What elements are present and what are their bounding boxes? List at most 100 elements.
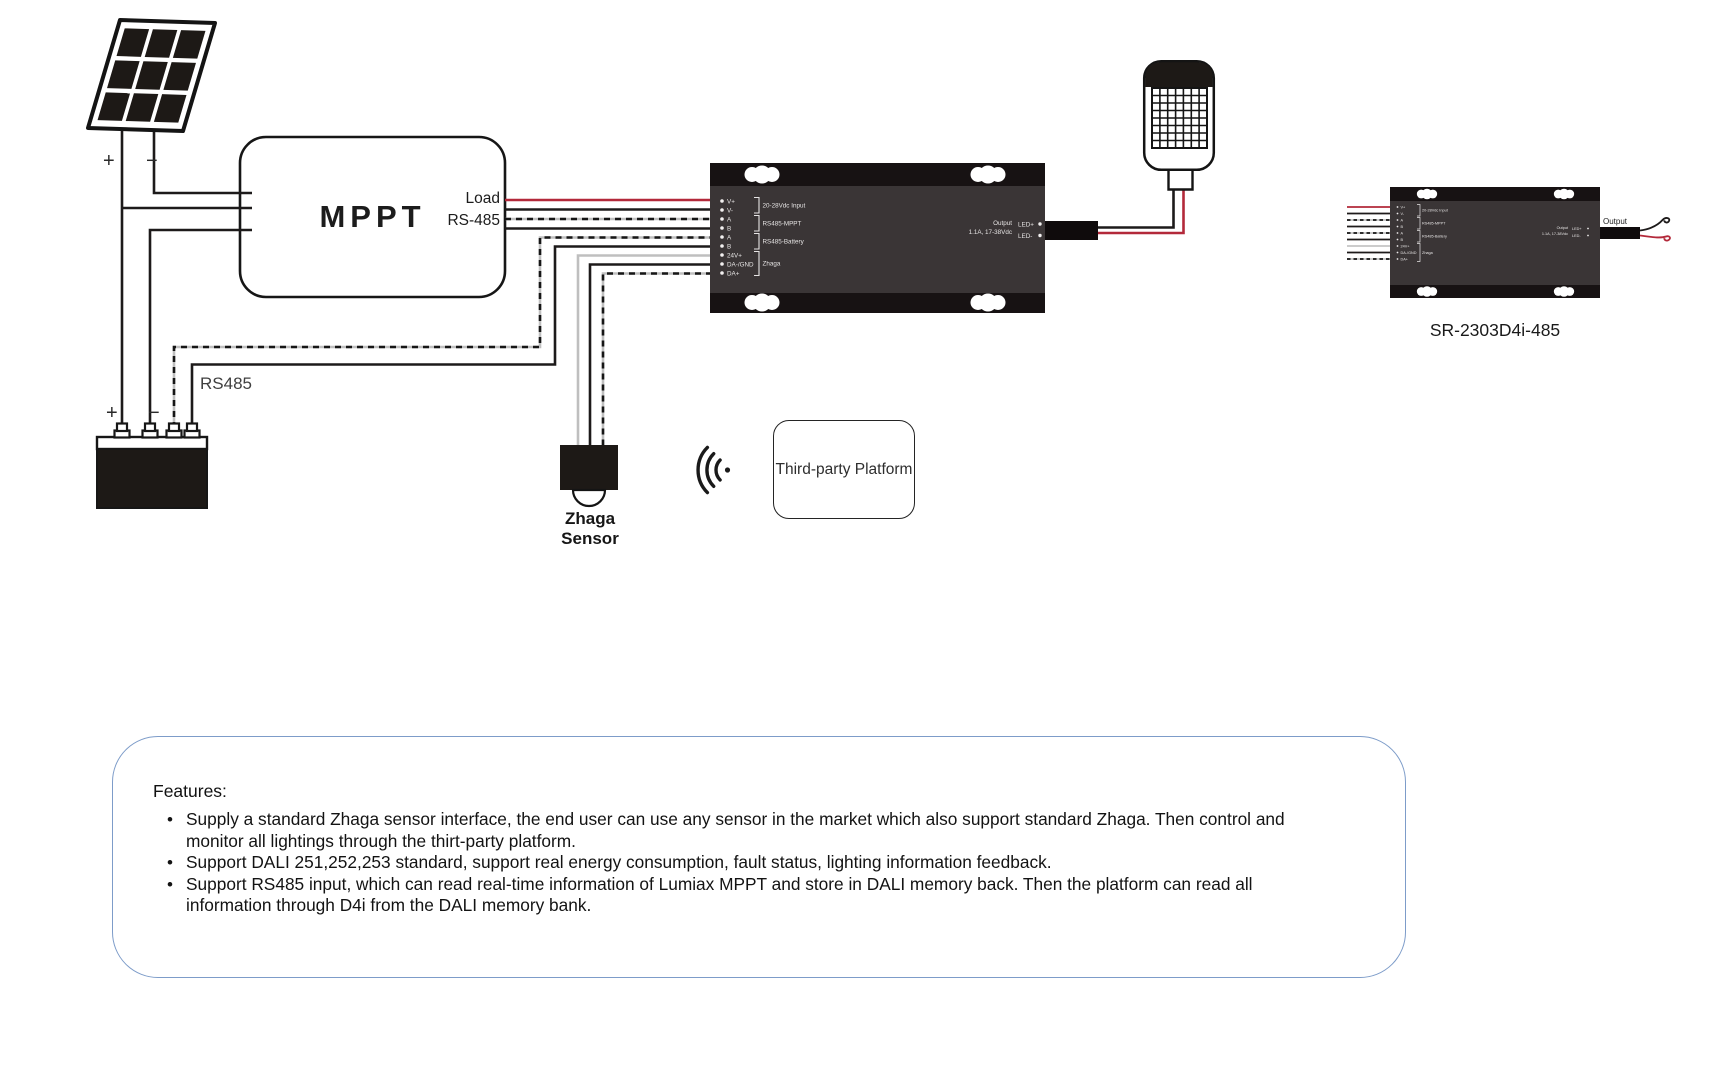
mini-group-label: RS485-MPPT xyxy=(1422,222,1446,226)
mppt-box xyxy=(238,135,507,299)
mini-fork-black-wire xyxy=(1639,217,1671,232)
terminal-label: DA-/GND xyxy=(727,261,754,268)
group-label: RS485-Battery xyxy=(763,238,805,245)
panel-plus-sign: + xyxy=(103,150,115,172)
feature-item-line: Support DALI 251,252,253 standard, suppo… xyxy=(186,852,1285,874)
mount-tab xyxy=(1553,286,1575,297)
mppt-title: MPPT xyxy=(319,199,426,234)
terminal-label: 24V+ xyxy=(727,252,742,259)
mini-terminal-label: A xyxy=(1401,231,1404,235)
mini-body xyxy=(1390,201,1600,285)
mount-tab xyxy=(1553,188,1575,200)
mount-tab xyxy=(970,293,1006,312)
group-label: Zhaga xyxy=(763,261,781,268)
zhaga-sensor-label: Zhaga Sensor xyxy=(561,509,619,548)
led-minus-dot xyxy=(1038,233,1042,238)
features-title: Features: xyxy=(153,781,227,801)
rs485-battery-wire-a-base xyxy=(172,236,712,428)
mini-led-minus-label: LED- xyxy=(1572,234,1581,238)
mini-terminal-label: B xyxy=(1401,225,1404,229)
mini-group-label: RS485-Battery xyxy=(1422,235,1447,239)
third-party-platform-box: Third-party Platform xyxy=(773,420,915,519)
feature-text: Support RS485 input, which can read real… xyxy=(186,873,1253,894)
led-grid-lines xyxy=(1152,88,1207,148)
bullet-icon xyxy=(167,809,173,830)
mini-bottom-bar xyxy=(1390,285,1600,298)
mini-group-label: 20-28Vdc Input xyxy=(1422,209,1449,213)
mini-group-brackets xyxy=(1417,204,1421,262)
mount-tab xyxy=(1416,188,1438,200)
mount-tab xyxy=(744,165,780,184)
mini-terminal-label: B xyxy=(1401,238,1404,242)
zhaga-sensor-dome xyxy=(571,488,607,508)
terminal-label: V+ xyxy=(727,198,735,205)
output-rating: 1.1A, 17-38Vdc xyxy=(969,229,1012,236)
controller-bottom-bar xyxy=(710,293,1045,313)
wireless-signal-icon xyxy=(696,445,731,495)
features-list: Supply a standard Zhaga sensor interface… xyxy=(186,809,1285,917)
terminal-group-brackets xyxy=(754,196,760,277)
mini-output-label: Output xyxy=(1557,226,1569,230)
lamp-negative-wire xyxy=(1098,190,1175,229)
terminal-label: B xyxy=(727,225,731,232)
battery-plus-sign: + xyxy=(106,402,118,424)
battery-terminals xyxy=(113,422,201,439)
mini-group-labels: 20-28Vdc Input RS485-MPPT RS485-Battery … xyxy=(1422,209,1449,255)
feature-item-line: Support RS485 input, which can read real… xyxy=(186,874,1285,896)
zhaga-sensor xyxy=(560,445,618,508)
mini-output-labels: Output 1.1A, 17-38Vdc LED+ LED- xyxy=(1542,226,1583,238)
solar-panel-cells xyxy=(97,28,206,123)
terminal-group-labels: 20-28Vdc Input RS485-MPPT RS485-Battery … xyxy=(763,202,806,267)
mini-led-plus-dot xyxy=(1587,227,1589,230)
zhaga-gnd-wire xyxy=(588,263,712,446)
dali-controller: V+ V- A B A B 24V+ DA-/GND DA+ 20-28Vdc … xyxy=(710,163,1098,313)
mini-group-label: Zhaga xyxy=(1422,251,1434,255)
mini-wires-dashed xyxy=(1347,219,1391,260)
feature-item-line: monitor all lightings through the thirt-… xyxy=(186,831,1285,853)
group-label: 20-28Vdc Input xyxy=(763,202,806,209)
mini-led-minus-dot xyxy=(1587,234,1589,237)
mount-tab xyxy=(744,293,780,312)
battery-body xyxy=(96,448,208,509)
feature-text: information through D4i from the DALI me… xyxy=(186,895,592,916)
terminal-label: A xyxy=(727,216,732,223)
battery-top-band xyxy=(95,435,209,451)
mppt-rs485-label: RS-485 xyxy=(447,212,500,229)
wires xyxy=(120,126,1185,446)
mini-terminal-label: V- xyxy=(1401,212,1405,216)
mini-output-cable xyxy=(1600,227,1640,239)
mini-terminal-label: V+ xyxy=(1401,205,1407,209)
panel-plus-wire xyxy=(120,126,252,428)
terminal-label: A xyxy=(727,234,732,241)
led-minus-label: LED- xyxy=(1018,233,1032,240)
street-light-cap xyxy=(1145,62,1213,87)
mini-led-plus-label: LED+ xyxy=(1572,227,1582,231)
mount-tab xyxy=(1416,286,1438,297)
mini-terminal-label: A xyxy=(1401,218,1404,222)
controller-output-labels: Output 1.1A, 17-38Vdc LED+ LED- xyxy=(969,220,1035,240)
terminal-label: B xyxy=(727,243,731,250)
mini-output-rating: 1.1A, 17-38Vdc xyxy=(1542,232,1568,236)
controller-terminal-dots xyxy=(720,199,724,275)
controller-terminal-labels: V+ V- A B A B 24V+ DA-/GND DA+ xyxy=(727,198,754,277)
feature-item-line: Supply a standard Zhaga sensor interface… xyxy=(186,809,1285,831)
mini-terminal-label: DA-/GND xyxy=(1401,251,1417,255)
third-party-platform-label: Third-party Platform xyxy=(775,460,913,478)
terminal-label: V- xyxy=(727,207,733,214)
mini-top-bar xyxy=(1390,187,1600,201)
street-light xyxy=(1142,59,1216,191)
mppt-load-label: Load xyxy=(465,190,500,207)
mini-terminal-label: DA+ xyxy=(1401,257,1409,261)
mini-terminal-labels: V+ V- A B A B 24V+ DA-/GND DA+ xyxy=(1401,205,1417,261)
mini-controller-model-label: SR-2303D4i-485 xyxy=(1429,320,1561,340)
feature-text: Supply a standard Zhaga sensor interface… xyxy=(186,809,1285,829)
zhaga-da-wire xyxy=(601,272,712,446)
output-label: Output xyxy=(993,220,1012,227)
terminal-label: DA+ xyxy=(727,270,740,277)
battery-minus-sign: − xyxy=(148,402,160,424)
zhaga-sensor-body xyxy=(560,445,618,490)
feature-item-line: information through D4i from the DALI me… xyxy=(186,895,1285,917)
lamp-positive-wire xyxy=(1098,190,1185,235)
